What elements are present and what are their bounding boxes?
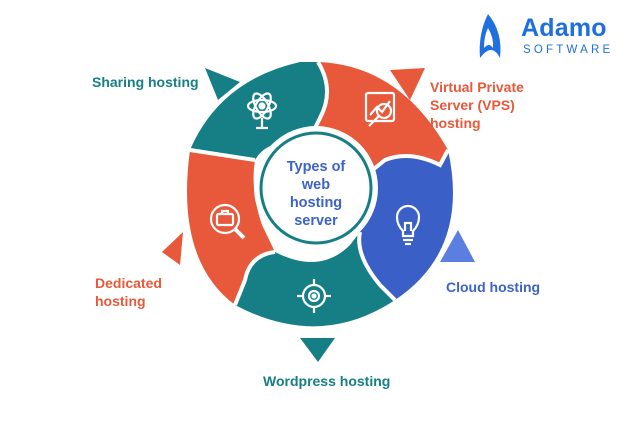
label-vps-line: hosting: [430, 115, 481, 131]
label-sharing-hosting: Sharing hosting: [92, 74, 199, 90]
brand-logo: Adamo SOFTWARE: [477, 14, 627, 60]
center-circle-border: [259, 131, 373, 245]
briefcase-search-icon: [209, 203, 246, 240]
label-dedicated-line: hosting: [95, 293, 146, 309]
pointer-vps: [390, 68, 425, 100]
pointer-wordpress: [300, 338, 335, 362]
pointer-dedicated: [162, 232, 183, 265]
label-dedicated-hosting: Dedicated hosting: [95, 274, 162, 310]
segment-dividers: [189, 60, 450, 306]
pointer-cloud: [440, 230, 475, 262]
label-cloud-hosting: Cloud hosting: [446, 279, 541, 295]
center-title-line: hosting: [289, 195, 343, 211]
label-dedicated-line: Dedicated: [95, 275, 162, 291]
label-wordpress-hosting: Wordpress hosting: [263, 373, 391, 389]
segment-dedicated: [187, 150, 275, 305]
label-vps-line: Virtual Private: [430, 79, 524, 95]
center-title-line: Types of: [286, 159, 346, 175]
label-vps-line: Server (VPS): [430, 97, 515, 113]
center-title-line: web: [301, 177, 331, 193]
atom-icon: [246, 92, 278, 130]
label-vps-hosting: Virtual Private Server (VPS) hosting: [430, 78, 524, 132]
target-icon: [297, 279, 331, 313]
pointer-sharing: [205, 68, 240, 100]
brand-name: Adamo: [521, 14, 607, 42]
chart-magnifier-icon: [364, 91, 396, 127]
center-title: Types of web hosting server: [268, 158, 364, 230]
lightbulb-icon: [395, 204, 421, 246]
center-title-line: server: [294, 213, 338, 229]
brand-subtitle: SOFTWARE: [523, 44, 614, 56]
adamo-logo-mark: [479, 14, 501, 58]
